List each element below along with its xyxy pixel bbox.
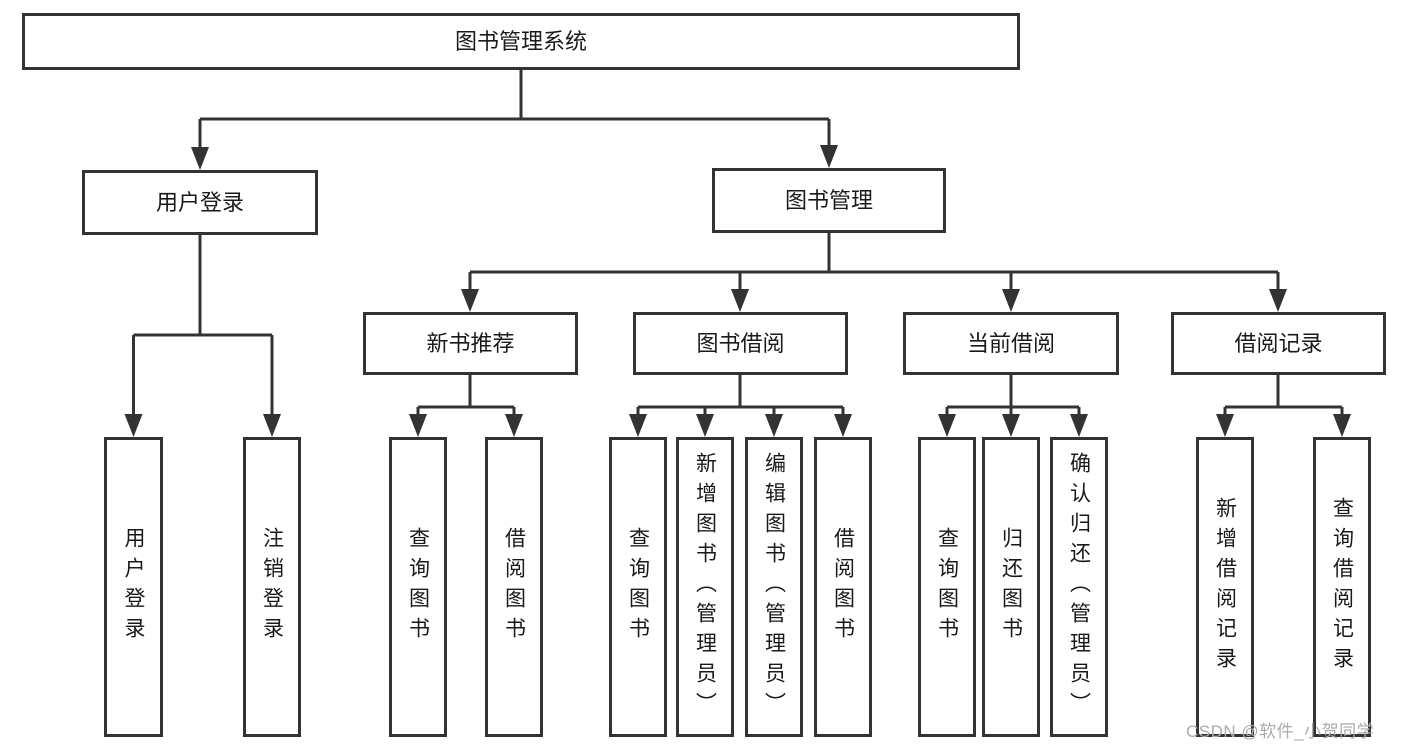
leaf-edit-books-admin: 编辑图书（管理员） bbox=[745, 437, 803, 737]
node-user-login: 用户登录 bbox=[82, 170, 318, 235]
leaf-query-books-2: 查询图书 bbox=[609, 437, 667, 737]
leaf-borrow-books-1: 借阅图书 bbox=[485, 437, 543, 737]
arrowheads bbox=[124, 145, 1351, 437]
node-library-management-system: 图书管理系统 bbox=[22, 13, 1020, 70]
leaf-query-books-1: 查询图书 bbox=[389, 437, 447, 737]
leaf-add-books-admin: 新增图书（管理员） bbox=[676, 437, 734, 737]
leaf-confirm-return-admin: 确认归还（管理员） bbox=[1050, 437, 1108, 737]
leaf-add-borrow-record: 新增借阅记录 bbox=[1196, 437, 1254, 737]
node-borrowing-records: 借阅记录 bbox=[1171, 312, 1386, 375]
leaf-return-books: 归还图书 bbox=[982, 437, 1040, 737]
node-book-management: 图书管理 bbox=[712, 168, 946, 233]
leaf-query-borrow-record: 查询借阅记录 bbox=[1313, 437, 1371, 737]
leaf-query-books-3: 查询图书 bbox=[918, 437, 976, 737]
leaf-user-login: 用户登录 bbox=[104, 437, 163, 737]
node-current-borrowing: 当前借阅 bbox=[903, 312, 1119, 375]
leaf-logout: 注销登录 bbox=[243, 437, 301, 737]
leaf-borrow-books-2: 借阅图书 bbox=[814, 437, 872, 737]
connector-path bbox=[132, 70, 1344, 416]
node-book-borrowing: 图书借阅 bbox=[633, 312, 848, 375]
node-new-book-recommendation: 新书推荐 bbox=[363, 312, 578, 375]
